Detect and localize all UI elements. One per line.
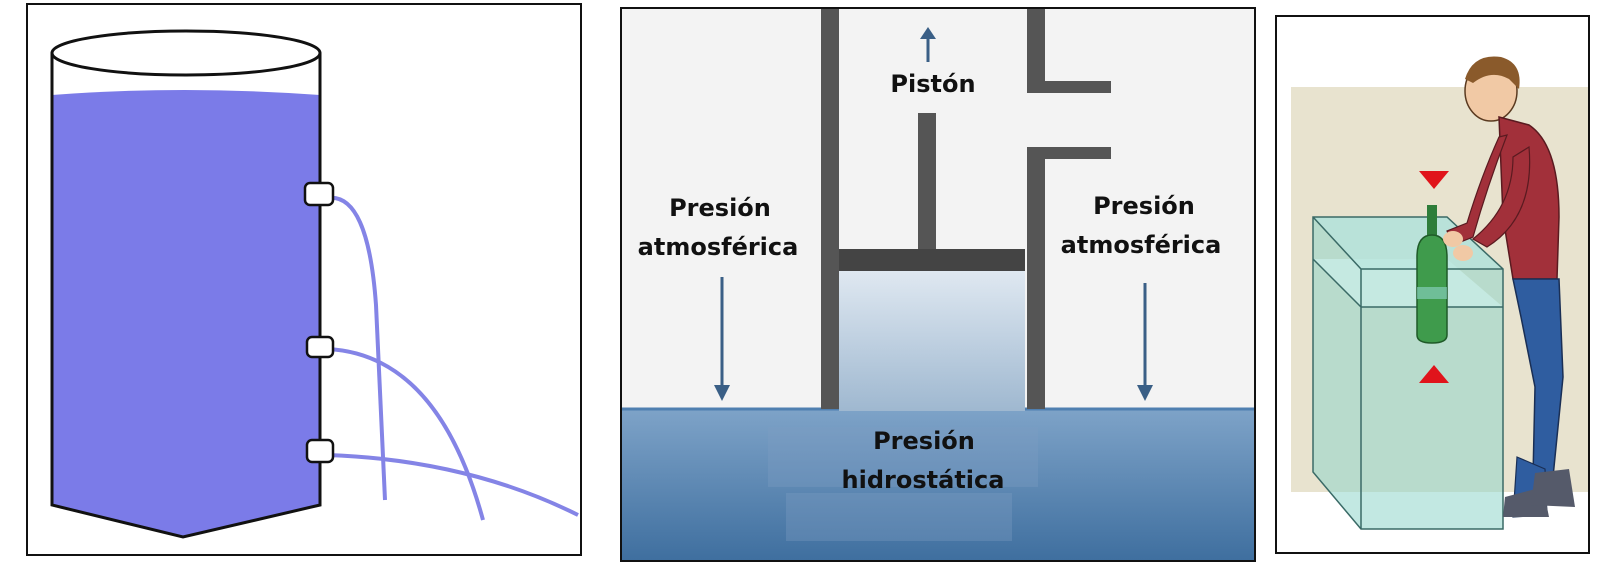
pressure-marker-bottom [1419,365,1449,383]
piston-arrow-up [920,27,936,62]
water-jet-top [327,195,387,501]
bottle-illustration [1291,56,1588,530]
atm-arrow-left [714,277,730,401]
outlet-lower [1027,147,1111,159]
cylinder-water [839,271,1025,411]
outlet-upper [1027,81,1111,93]
tank-rim [50,29,322,77]
hydro-line2: hidrostática [842,466,1005,494]
piston-rod [918,113,936,253]
spout-bottom [305,438,335,464]
bottle-panel [1275,15,1590,554]
piston-label: Pistón [890,70,975,98]
spout-middle [305,335,335,359]
atm-left-line2: atmosférica [638,233,799,261]
green-bottle [1416,205,1448,344]
spout-top [303,181,335,207]
atm-right-line2: atmosférica [1061,231,1222,259]
hydro-label-backdrop-lower [786,493,1012,541]
piston-diagram: Pistón Presión atmosférica Presión atmos… [622,9,1254,560]
pressure-marker-top [1419,171,1449,189]
atm-arrow-right [1137,283,1153,401]
piston-panel: Pistón Presión atmosférica Presión atmos… [620,7,1256,562]
hydro-line1: Presión [873,427,975,455]
piston-head [839,249,1025,271]
person-figure [1443,56,1575,518]
pool-water [622,409,1254,560]
hydro-label-backdrop [768,427,1038,487]
tank-water [52,90,320,537]
tank-diagram [50,29,579,539]
atm-right-line1: Presión [1093,192,1195,220]
glass-tank [1312,216,1504,530]
cylinder-wall-left [821,9,839,409]
atm-left-line1: Presión [669,194,771,222]
water-jet-bottom [327,453,579,517]
tank-panel [26,3,582,556]
cylinder-wall-right [1027,9,1045,409]
outlet-gap [1027,93,1045,147]
water-jet-middle [327,347,485,521]
